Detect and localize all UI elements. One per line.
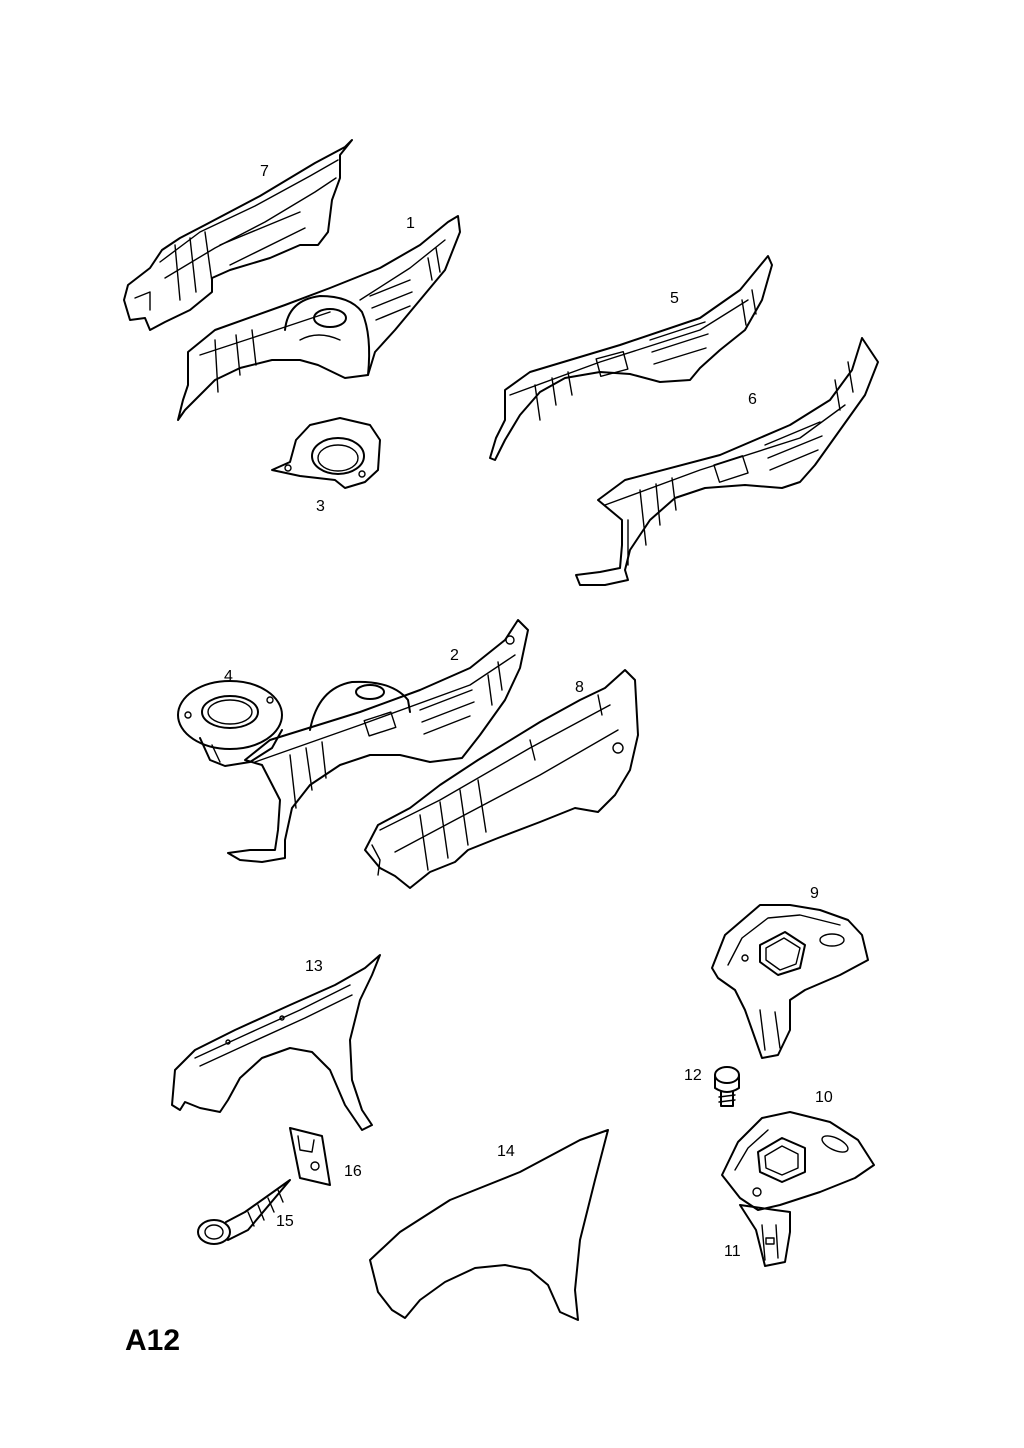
part-9-bracket-plate	[711, 904, 869, 1059]
part-7-front-rail	[123, 139, 353, 331]
sheet-code: A12	[125, 1324, 180, 1357]
callout-4: 4	[224, 668, 233, 685]
part-10-bracket-plate	[721, 1111, 875, 1211]
part-12-bolt	[714, 1066, 740, 1107]
callout-15: 15	[276, 1213, 294, 1230]
part-4-strut-tower-cup	[177, 680, 283, 767]
part-8-front-rail	[364, 669, 639, 889]
callout-16: 16	[344, 1163, 362, 1180]
part-14-front-fender	[369, 1129, 609, 1321]
part-3-strut-mount-plate	[271, 417, 381, 489]
callout-13: 13	[305, 958, 323, 975]
callout-3: 3	[316, 498, 325, 515]
callout-labels: 7 1 5 6 3 2 4 8 9 13 12 10 14 16 15 11	[224, 163, 833, 1260]
callout-2: 2	[450, 647, 459, 664]
callout-12: 12	[684, 1067, 702, 1084]
callout-14: 14	[497, 1143, 515, 1160]
part-5-wheelhouse-panel	[489, 255, 773, 461]
callout-8: 8	[575, 679, 584, 696]
callout-9: 9	[810, 885, 819, 902]
part-15-screw	[197, 1179, 291, 1245]
callout-7: 7	[260, 163, 269, 180]
callout-5: 5	[670, 290, 679, 307]
part-13-fender-liner	[171, 954, 381, 1131]
callout-1: 1	[406, 215, 415, 232]
part-6-wheelhouse-panel	[575, 337, 879, 586]
part-1-wheelhouse	[177, 215, 461, 421]
part-2-wheelhouse-assembly	[227, 619, 529, 863]
callout-11: 11	[724, 1243, 741, 1260]
callout-10: 10	[815, 1089, 833, 1106]
part-11-support-bracket	[739, 1204, 791, 1267]
part-16-clip-nut	[289, 1127, 331, 1186]
callout-6: 6	[748, 391, 757, 408]
